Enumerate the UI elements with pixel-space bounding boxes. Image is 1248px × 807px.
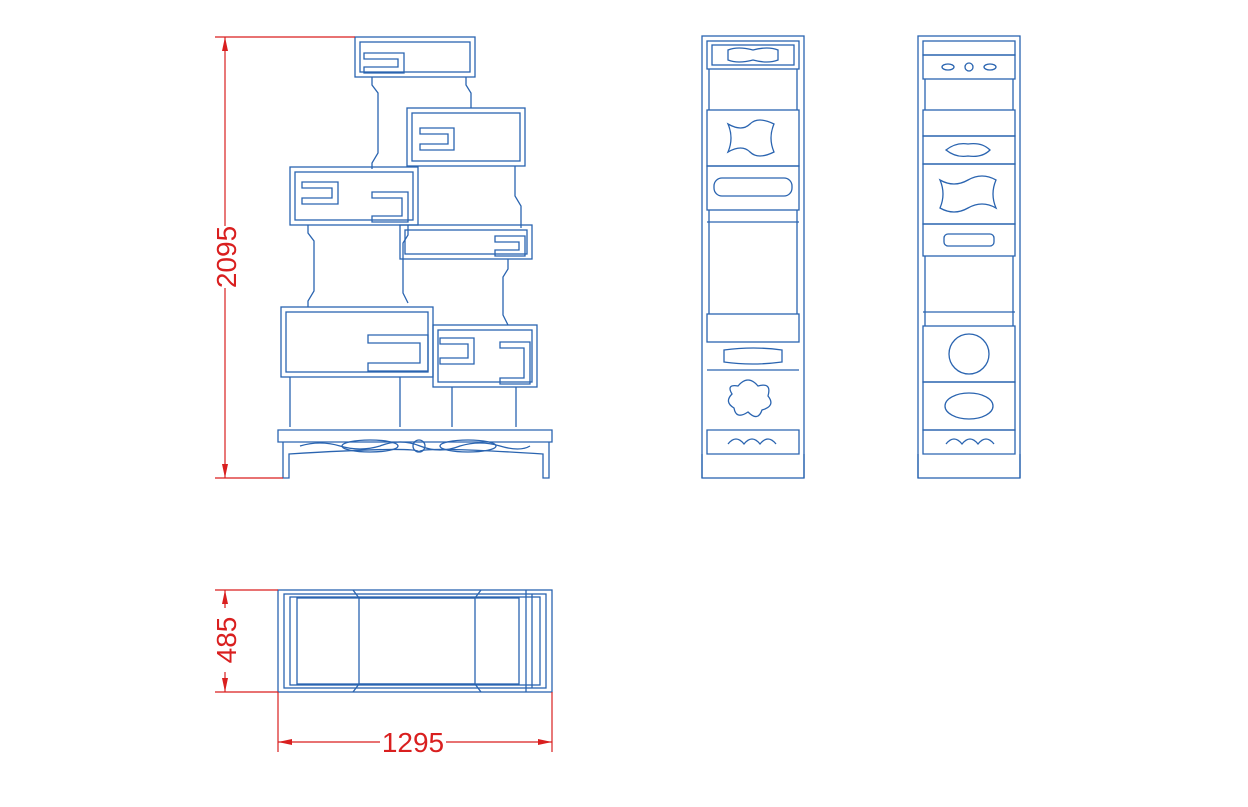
top-plan-view bbox=[277, 589, 553, 693]
width-dimension bbox=[277, 692, 553, 752]
side2-outer-frame bbox=[917, 35, 1021, 479]
height-dimension bbox=[215, 36, 355, 479]
dimension-annotations bbox=[215, 36, 553, 752]
width-dimension-label: 1295 bbox=[382, 727, 444, 758]
side-elevation-view-left bbox=[701, 35, 805, 479]
height-dimension-label: 2095 bbox=[211, 226, 242, 288]
front-lower-right-box bbox=[432, 324, 538, 427]
side1-outer-frame bbox=[701, 35, 805, 479]
front-top-box bbox=[354, 36, 476, 169]
front-upper-right-box bbox=[406, 107, 526, 228]
front-middle-right-box bbox=[399, 224, 533, 326]
depth-dimension bbox=[215, 589, 278, 693]
front-elevation-view bbox=[277, 36, 553, 479]
plan-outer-frame bbox=[277, 589, 553, 693]
front-lower-left-box bbox=[280, 306, 434, 427]
front-middle-left-box bbox=[289, 166, 419, 307]
front-base-stand bbox=[277, 429, 553, 479]
side-elevation-view-right bbox=[917, 35, 1021, 479]
depth-dimension-label: 485 bbox=[211, 617, 242, 664]
